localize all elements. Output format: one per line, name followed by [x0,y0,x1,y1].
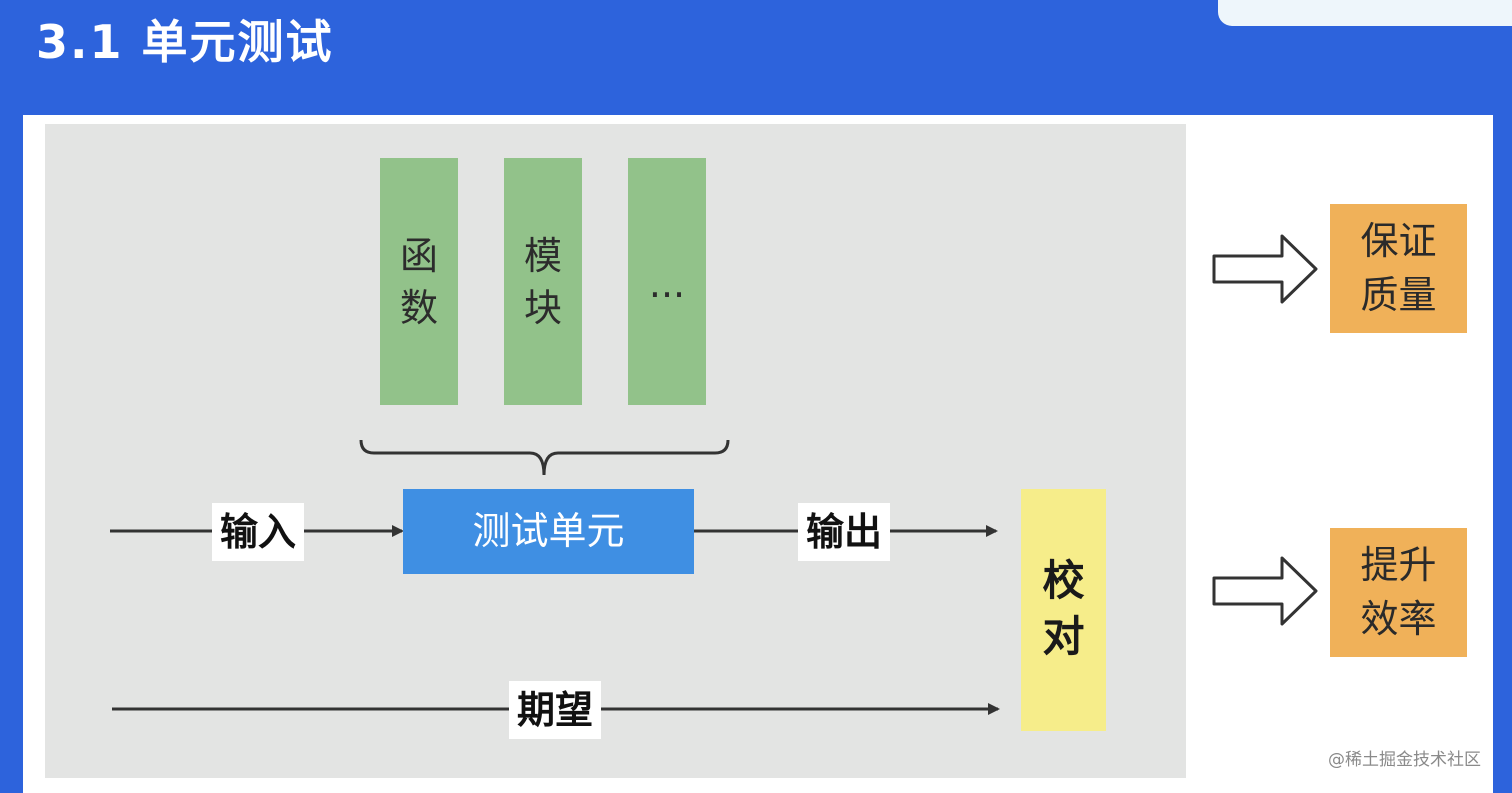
efficiency-box-line1: 提升 [1360,543,1437,587]
more-box: ... [628,158,706,405]
output-label: 输出 [798,503,890,561]
diagram-area [45,124,1186,778]
check-box: 校 对 [1021,489,1106,731]
module-box-line2: 块 [523,286,562,330]
function-box: 函 数 [380,158,458,405]
check-box-line1: 校 [1042,556,1085,605]
function-box-line1: 函 [399,234,438,278]
quality-box: 保证 质量 [1330,204,1467,333]
test-unit-box: 测试单元 [403,489,694,574]
module-box-line1: 模 [523,234,562,278]
function-box-line2: 数 [399,286,438,330]
expected-label: 期望 [509,681,601,739]
check-box-line2: 对 [1042,612,1085,661]
quality-box-line1: 保证 [1360,219,1437,263]
more-box-ellipsis: ... [648,262,686,306]
result-arrow-quality [1212,234,1318,304]
result-arrow-efficiency [1212,556,1318,626]
module-box: 模 块 [504,158,582,405]
grouping-brace [359,439,730,476]
toolbar-pill [1218,0,1512,26]
input-label: 输入 [212,503,304,561]
efficiency-box-line2: 效率 [1360,597,1437,641]
efficiency-box: 提升 效率 [1330,528,1467,657]
slide-title: 3.1 单元测试 [36,15,334,69]
quality-box-line2: 质量 [1360,273,1437,317]
source-watermark: @稀土掘金技术社区 [1328,750,1481,770]
